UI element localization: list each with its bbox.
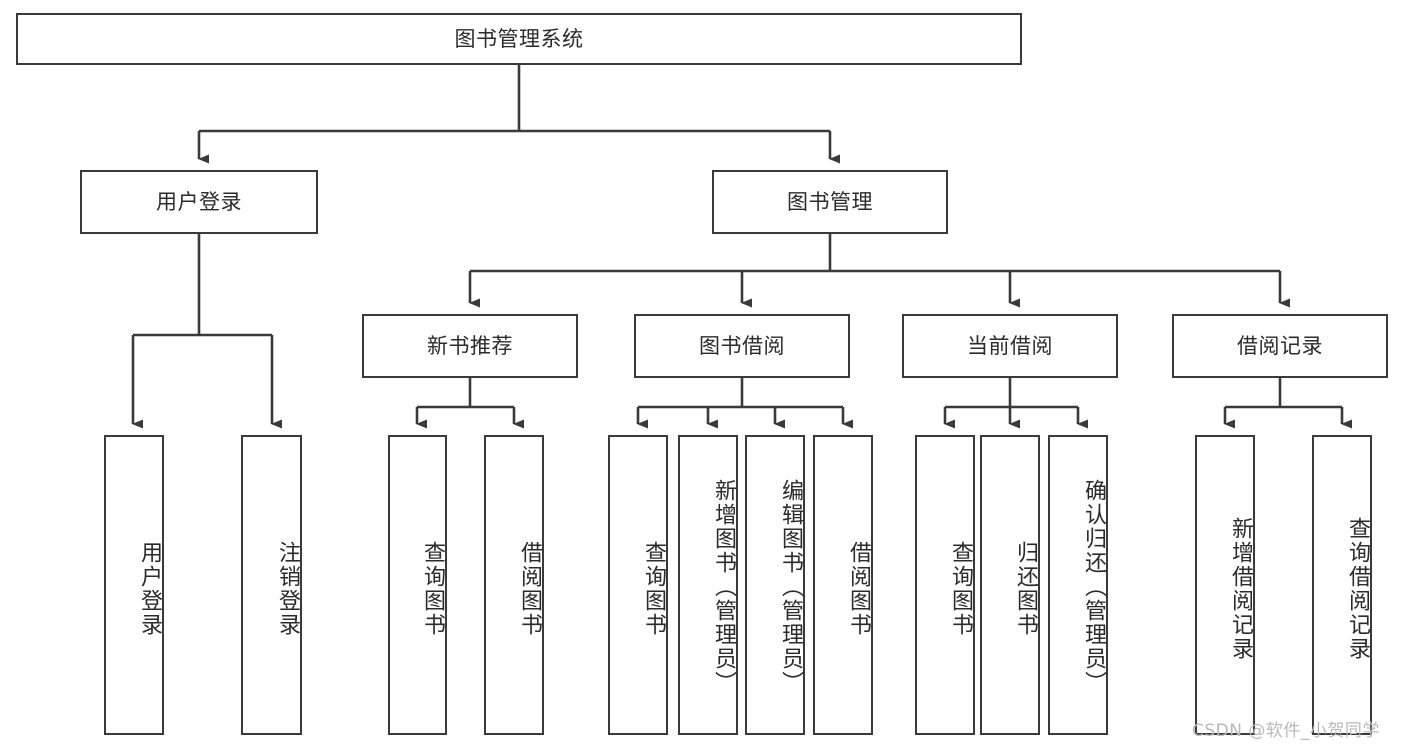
node-current-borrow[interactable]: 当前借阅 [902, 314, 1118, 378]
node-leaf-query-book-1-label: 查询图书 [420, 541, 445, 637]
node-borrow-record[interactable]: 借阅记录 [1172, 314, 1388, 378]
node-user-login-label: 用户登录 [156, 189, 242, 214]
node-book-borrow-label: 图书借阅 [699, 333, 785, 358]
node-current-borrow-label: 当前借阅 [967, 333, 1053, 358]
node-leaf-logout-label: 注销登录 [275, 541, 300, 637]
node-leaf-query-book-3[interactable]: 查询图书 [915, 435, 975, 735]
node-leaf-edit-book[interactable]: 编辑图书（管理员） [745, 435, 805, 735]
node-leaf-add-book-label: 新增图书（管理员） [711, 479, 736, 695]
node-leaf-borrow-book-2-label: 借阅图书 [846, 541, 871, 637]
node-leaf-query-book-3-label: 查询图书 [948, 541, 973, 637]
node-book-manage-label: 图书管理 [787, 189, 873, 214]
node-leaf-query-record[interactable]: 查询借阅记录 [1312, 435, 1372, 735]
node-borrow-record-label: 借阅记录 [1237, 333, 1323, 358]
node-leaf-confirm-return-label: 确认归还（管理员） [1081, 479, 1106, 695]
node-leaf-return-book[interactable]: 归还图书 [980, 435, 1040, 735]
node-leaf-add-book[interactable]: 新增图书（管理员） [678, 435, 738, 735]
node-leaf-return-book-label: 归还图书 [1013, 541, 1038, 637]
node-leaf-user-login-label: 用户登录 [137, 541, 162, 637]
node-leaf-add-record[interactable]: 新增借阅记录 [1195, 435, 1255, 735]
node-new-book-recommend-label: 新书推荐 [427, 333, 513, 358]
watermark-text: CSDN @软件_小贺同学 [1192, 721, 1380, 741]
node-leaf-borrow-book-1-label: 借阅图书 [517, 541, 542, 637]
node-leaf-query-book-2-label: 查询图书 [641, 541, 666, 637]
node-leaf-borrow-book-2[interactable]: 借阅图书 [813, 435, 873, 735]
node-book-manage[interactable]: 图书管理 [712, 170, 948, 234]
node-root[interactable]: 图书管理系统 [16, 13, 1022, 65]
node-leaf-query-book-2[interactable]: 查询图书 [608, 435, 668, 735]
node-leaf-query-record-label: 查询借阅记录 [1345, 517, 1370, 661]
node-leaf-query-book-1[interactable]: 查询图书 [388, 435, 447, 735]
node-leaf-edit-book-label: 编辑图书（管理员） [778, 479, 803, 695]
node-leaf-logout[interactable]: 注销登录 [241, 435, 302, 735]
node-book-borrow[interactable]: 图书借阅 [634, 314, 850, 378]
node-new-book-recommend[interactable]: 新书推荐 [362, 314, 578, 378]
node-leaf-confirm-return[interactable]: 确认归还（管理员） [1048, 435, 1108, 735]
node-leaf-add-record-label: 新增借阅记录 [1228, 517, 1253, 661]
node-root-label: 图书管理系统 [454, 26, 584, 51]
node-leaf-borrow-book-1[interactable]: 借阅图书 [484, 435, 544, 735]
node-user-login[interactable]: 用户登录 [80, 170, 318, 234]
node-leaf-user-login[interactable]: 用户登录 [104, 435, 164, 735]
